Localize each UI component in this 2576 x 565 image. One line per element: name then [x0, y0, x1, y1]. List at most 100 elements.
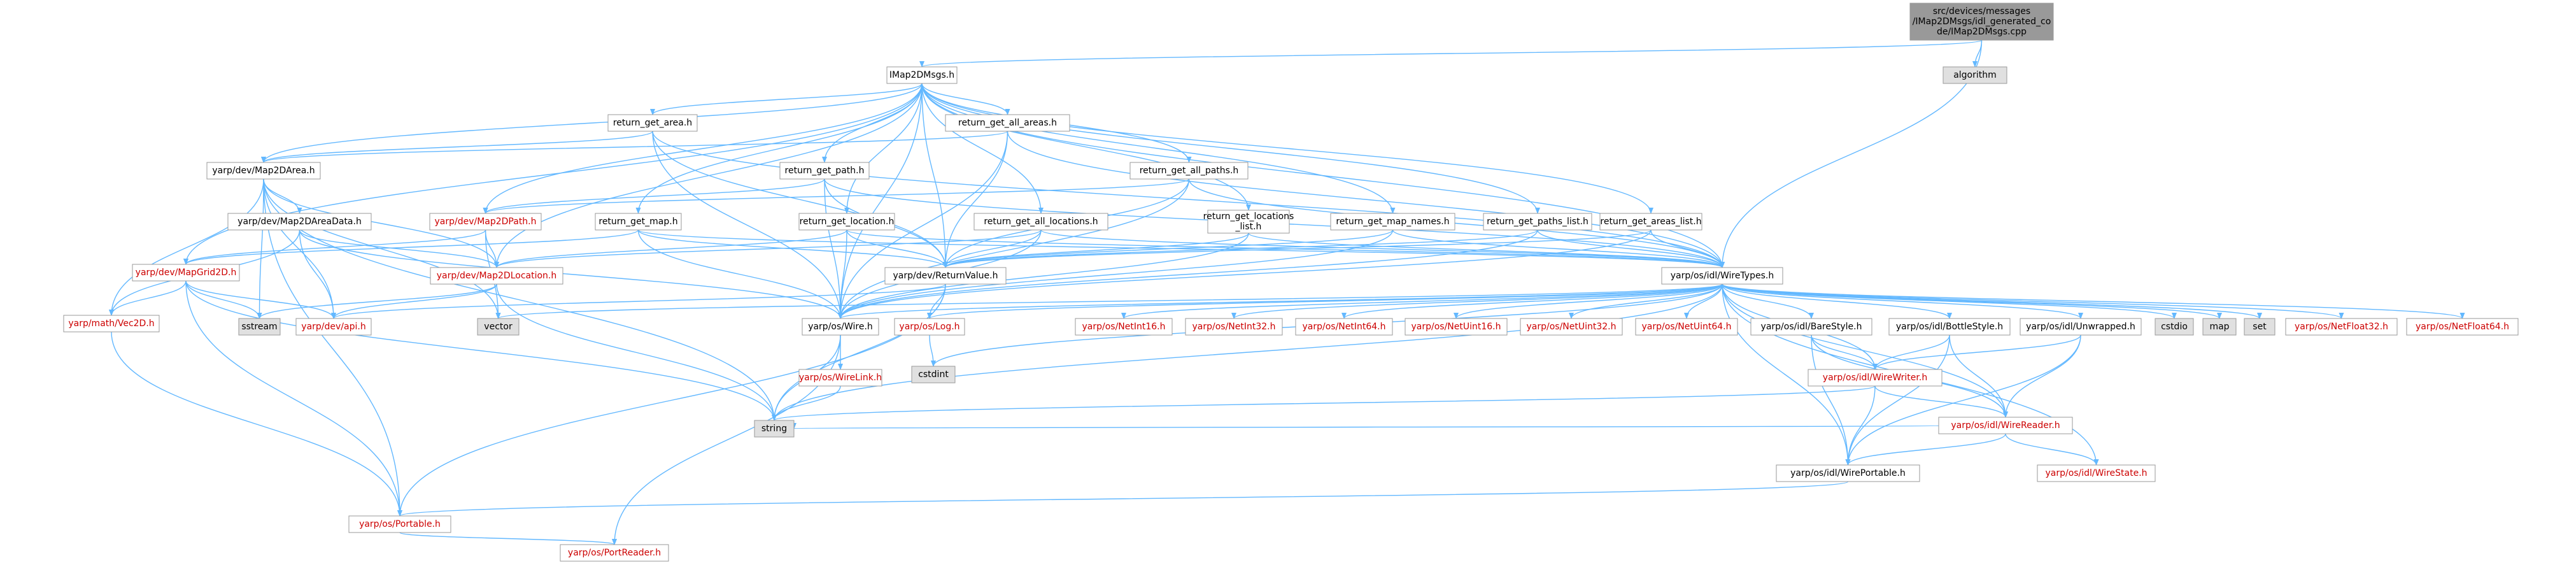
node-ret_all_paths[interactable]: return_get_all_paths.h	[1129, 162, 1249, 180]
edge-ret_path-to-wire	[824, 178, 843, 319]
node-wirestate[interactable]: yarp/os/idl/WireState.h	[2037, 464, 2156, 482]
edge-ret_all_paths-to-wire	[838, 178, 1190, 319]
edge-wiretypes-to-netfloat32	[1722, 283, 2344, 319]
node-wiretypes[interactable]: yarp/os/idl/WireTypes.h	[1661, 267, 1783, 285]
edge-wirewriter-to-wirereader	[1874, 385, 2008, 418]
node-ret_all_loc[interactable]: return_get_all_locations.h	[973, 213, 1108, 231]
node-ret_all_areas[interactable]: return_get_all_areas.h	[945, 114, 1070, 132]
node-label-vec2d: yarp/math/Vec2D.h	[68, 318, 154, 329]
node-ret_areas_list[interactable]: return_get_areas_list.h	[1599, 213, 1702, 231]
node-ret_loc_list[interactable]: return_get_locations_list.h	[1203, 210, 1294, 234]
node-netint64[interactable]: yarp/os/NetInt64.h	[1295, 318, 1393, 336]
node-portable[interactable]: yarp/os/Portable.h	[348, 515, 451, 533]
node-api[interactable]: yarp/dev/api.h	[295, 318, 372, 336]
edge-mapgrid2d-to-string	[185, 280, 777, 421]
edge-wiretypes-to-netuint16	[1454, 283, 1723, 319]
node-netint16[interactable]: yarp/os/NetInt16.h	[1075, 318, 1173, 336]
node-label-netfloat32: yarp/os/NetFloat32.h	[2295, 322, 2388, 332]
node-barestyle[interactable]: yarp/os/idl/BareStyle.h	[1750, 318, 1872, 336]
node-wire[interactable]: yarp/os/Wire.h	[802, 318, 879, 336]
node-cstdint: cstdint	[911, 366, 956, 383]
node-box-wirewriter	[1808, 369, 1943, 387]
edge-imap2dmsgs-to-returnvalue	[921, 83, 948, 268]
node-label-netint64: yarp/os/NetInt64.h	[1302, 322, 1385, 332]
node-ret_map[interactable]: return_get_map.h	[595, 213, 682, 231]
edge-ret_areas_list-to-wire	[838, 229, 1652, 319]
edge-wiretypes-to-set	[1722, 283, 2262, 319]
node-map2darea[interactable]: yarp/dev/Map2DArea.h	[206, 162, 321, 180]
node-portreader[interactable]: yarp/os/PortReader.h	[560, 544, 669, 562]
node-label-ret_map_names: return_get_map_names.h	[1336, 217, 1449, 227]
edge-ret_all_loc-to-returnvalue	[943, 229, 1042, 268]
node-returnvalue[interactable]: yarp/dev/ReturnValue.h	[884, 267, 1007, 285]
node-areadata[interactable]: yarp/dev/Map2DAreaData.h	[227, 213, 372, 231]
node-label-cstdint: cstdint	[918, 369, 949, 380]
edge-map2darea-to-vec2d	[109, 178, 264, 316]
edge-imap2dmsgs-to-wiretypes	[921, 83, 1725, 268]
node-netint32[interactable]: yarp/os/NetInt32.h	[1185, 318, 1283, 336]
node-box-ret_all_areas	[945, 114, 1070, 132]
edge-ret_all_areas-to-map2darea	[261, 131, 1008, 163]
edge-wiretypes-to-barestyle	[1722, 283, 1814, 319]
node-mapgrid2d[interactable]: yarp/dev/MapGrid2D.h	[132, 264, 240, 282]
node-netuint32[interactable]: yarp/os/NetUint32.h	[1520, 318, 1623, 336]
node-map2dlocation[interactable]: yarp/dev/Map2DLocation.h	[430, 267, 563, 285]
edge-mapgrid2d-to-vec2d	[109, 280, 187, 316]
node-wireportable[interactable]: yarp/os/idl/WirePortable.h	[1776, 464, 1920, 482]
edge-areadata-to-wire	[299, 229, 843, 319]
node-label-netfloat64: yarp/os/NetFloat64.h	[2416, 322, 2509, 332]
edge-imap2dmsgs-to-ret_map_names	[921, 83, 1396, 214]
node-unwrapped[interactable]: yarp/os/idl/Unwrapped.h	[2020, 318, 2142, 336]
node-label-algorithm: algorithm	[1953, 70, 1997, 80]
node-box-netint32	[1185, 318, 1283, 336]
node-label-ret_loc_list: return_get_locations_list.h	[1203, 211, 1294, 232]
node-vec2d[interactable]: yarp/math/Vec2D.h	[63, 315, 160, 333]
node-label-sstream: sstream	[241, 322, 277, 332]
node-label-api: yarp/dev/api.h	[301, 322, 365, 332]
edge-ret_area-to-wiretypes	[652, 131, 1725, 268]
node-box-vector	[477, 318, 520, 336]
node-box-netuint32	[1520, 318, 1623, 336]
node-box-root	[1909, 3, 2054, 41]
node-label-map2dlocation: yarp/dev/Map2DLocation.h	[437, 271, 557, 281]
node-label-map2darea: yarp/dev/Map2DArea.h	[212, 166, 315, 176]
edge-wiretypes-to-wireportable	[1722, 283, 1851, 466]
node-ret_map_names[interactable]: return_get_map_names.h	[1330, 213, 1455, 231]
node-netuint16[interactable]: yarp/os/NetUint16.h	[1405, 318, 1508, 336]
node-label-wirereader: yarp/os/idl/WireReader.h	[1951, 420, 2060, 431]
node-log[interactable]: yarp/os/Log.h	[894, 318, 965, 336]
node-ret_path[interactable]: return_get_path.h	[779, 162, 870, 180]
edge-ret_all_paths-to-map2dpath	[483, 178, 1190, 214]
node-ret_area[interactable]: return_get_area.h	[607, 114, 698, 132]
edge-ret_map_names-to-returnvalue	[943, 229, 1394, 268]
node-label-imap2dmsgs: IMap2DMsgs.h	[889, 70, 954, 80]
node-box-barestyle	[1750, 318, 1872, 336]
node-box-string	[754, 420, 795, 438]
node-ret_location[interactable]: return_get_location.h	[798, 213, 895, 231]
node-bottlestyle[interactable]: yarp/os/idl/BottleStyle.h	[1888, 318, 2011, 336]
node-wirelink[interactable]: yarp/os/WireLink.h	[798, 369, 882, 387]
node-label-ret_all_areas: return_get_all_areas.h	[958, 118, 1057, 128]
node-imap2dmsgs[interactable]: IMap2DMsgs.h	[886, 66, 958, 84]
node-wirereader[interactable]: yarp/os/idl/WireReader.h	[1938, 417, 2073, 434]
node-netfloat32[interactable]: yarp/os/NetFloat32.h	[2285, 318, 2398, 336]
node-netuint64[interactable]: yarp/os/NetUint64.h	[1635, 318, 1738, 336]
node-label-ret_all_loc: return_get_all_locations.h	[984, 217, 1098, 227]
node-ret_paths_list[interactable]: return_get_paths_list.h	[1483, 213, 1592, 231]
node-label-areadata: yarp/dev/Map2DAreaData.h	[237, 217, 362, 227]
node-label-cstdio: cstdio	[2161, 322, 2188, 332]
edge-ret_paths_list-to-wire	[838, 229, 1538, 319]
edge-ret_area-to-wire	[652, 131, 843, 319]
edge-portable-to-portreader	[399, 532, 617, 545]
edge-root-to-wiretypes	[1720, 39, 1983, 268]
node-netfloat64[interactable]: yarp/os/NetFloat64.h	[2406, 318, 2519, 336]
node-box-netfloat32	[2285, 318, 2398, 336]
node-map2dpath[interactable]: yarp/dev/Map2DPath.h	[429, 213, 542, 231]
node-label-ret_map: return_get_map.h	[598, 217, 677, 227]
edge-imap2dmsgs-to-ret_paths_list	[921, 83, 1540, 214]
node-wirewriter[interactable]: yarp/os/idl/WireWriter.h	[1808, 369, 1943, 387]
node-box-sstream	[238, 318, 281, 336]
edge-wireportable-to-portable	[397, 481, 1849, 517]
node-label-portreader: yarp/os/PortReader.h	[568, 548, 661, 558]
node-box-algorithm	[1943, 66, 2007, 84]
